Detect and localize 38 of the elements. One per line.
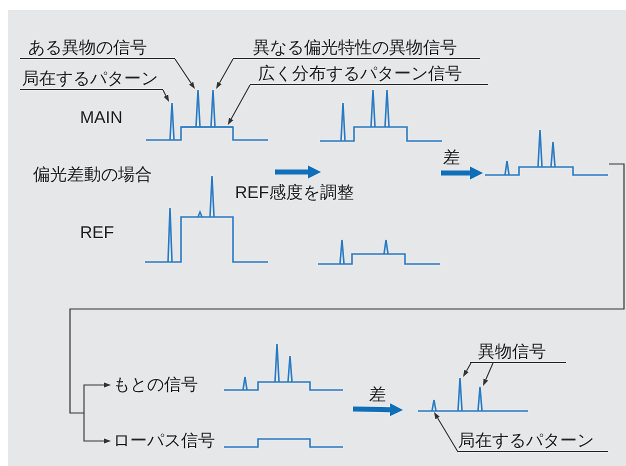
signal-peak [195, 89, 201, 128]
signal-waveform [319, 89, 443, 143]
note-text: 偏光差動の場合 [33, 164, 152, 185]
signal-waveform [317, 239, 441, 266]
callout-text: 異なる偏光特性の異物信号 [233, 37, 480, 59]
leader-line [216, 58, 234, 89]
signal-waveform [223, 438, 344, 449]
arrow [441, 166, 483, 180]
leader-line [434, 412, 458, 452]
signal-peak [457, 377, 463, 412]
edge-label: 差 [443, 147, 460, 168]
signal-name: もとの信号 [111, 374, 211, 396]
arrow [352, 403, 403, 416]
signal-label: MAIN [80, 107, 122, 128]
signal-waveform [223, 343, 344, 392]
signal-waveform [417, 377, 529, 413]
leader-line [174, 58, 195, 90]
signal-peak [477, 386, 483, 412]
arrow [275, 166, 321, 178]
callout-text: 異物信号 [470, 341, 566, 363]
callout-text: 広く分布するパターン信号 [250, 63, 488, 85]
signal-peak [169, 102, 175, 141]
callout-text: 局在するパターン [458, 430, 608, 452]
signal-label: REF [80, 222, 114, 243]
leader-line [483, 362, 494, 386]
plateau-segment [181, 125, 233, 129]
leader-line [162, 90, 170, 102]
signal-peak [431, 399, 437, 412]
signal-name: ローパス信号 [111, 430, 221, 452]
signal-waveform [484, 129, 609, 177]
leader-line [463, 362, 472, 377]
edge-label: REF感度を調整 [235, 182, 354, 203]
callout-text: 局在するパターン [20, 68, 163, 90]
callout-text: ある異物の信号 [20, 37, 175, 59]
signal-peak [210, 89, 216, 128]
edge-label: 差 [369, 384, 386, 405]
leader-line [228, 84, 250, 126]
signal-waveform [145, 89, 269, 142]
